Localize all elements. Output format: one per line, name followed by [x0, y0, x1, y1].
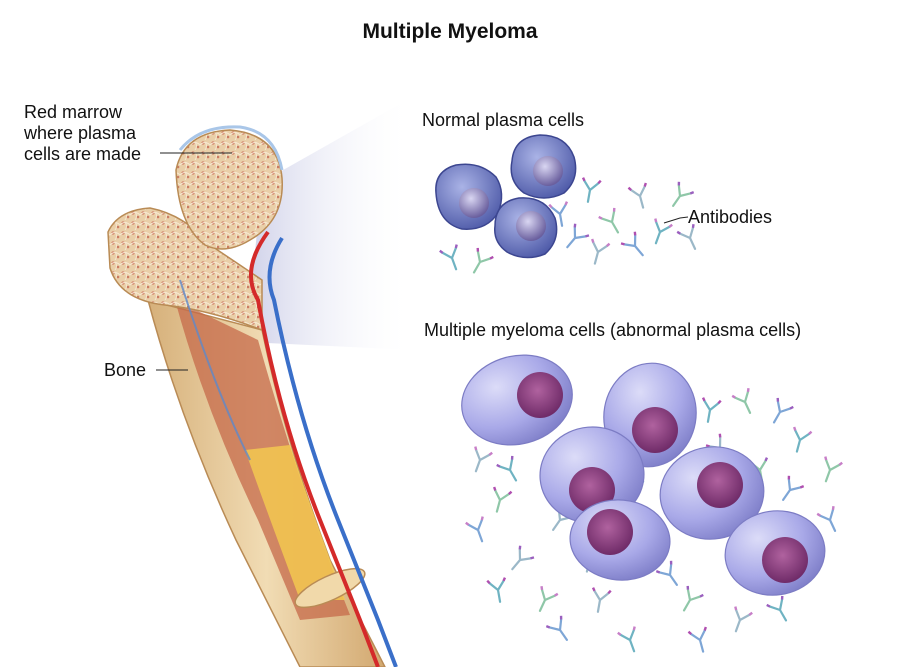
cartilage-cap [178, 125, 284, 171]
antibody-icon [772, 397, 794, 424]
antibody-icon [474, 446, 493, 473]
antibody-icon [465, 516, 484, 543]
antibody-icon [620, 231, 644, 257]
antibody-icon [566, 223, 590, 249]
label-myeloma-cells: Multiple myeloma cells (abnormal plasma … [424, 320, 802, 340]
zoom-beam [246, 96, 414, 350]
antibody-icon [682, 585, 704, 612]
antibody-icon [731, 388, 752, 414]
antibody-icon [591, 238, 611, 265]
antibody-icon [591, 587, 612, 613]
antibody-icon [824, 456, 843, 483]
antibody-icon [655, 560, 678, 586]
antibody-icon [439, 244, 458, 271]
bone-trochanter [107, 207, 263, 332]
bone-illustration [107, 125, 398, 667]
myeloma-cell [659, 446, 765, 540]
label-red-marrow: Red marrow where plasma cells are made [24, 102, 142, 164]
label-normal-plasma-cells: Normal plasma cells [422, 110, 585, 130]
myeloma-cell [461, 354, 573, 446]
antibody-icon [766, 595, 788, 622]
antibody-icon [793, 426, 813, 453]
antibody-icon [598, 207, 620, 234]
normal-plasma-cells [435, 134, 577, 259]
yellow-marrow [245, 445, 345, 600]
myeloma-cell [724, 510, 826, 596]
normal-plasma-cell [494, 197, 558, 259]
bone-cut-ring [294, 567, 366, 609]
myeloma-cells [461, 354, 826, 596]
marrow-vessel [179, 279, 251, 461]
antibody-icon [545, 615, 568, 641]
normal-plasma-cell [435, 163, 503, 230]
antibody-icon [538, 586, 559, 612]
antibody-icon [676, 224, 697, 250]
antibody-icon [627, 182, 647, 209]
antibody-icon [472, 247, 494, 274]
antibody-icon [654, 218, 673, 245]
normal-plasma-cell [510, 134, 577, 199]
diagram-title: Multiple Myeloma [362, 20, 538, 43]
antibody-icon [701, 397, 722, 423]
label-bone: Bone [104, 360, 147, 380]
label-antibodies: Antibodies [688, 207, 773, 227]
antibody-icon [496, 455, 518, 482]
antibody-icon [782, 475, 805, 501]
artery [249, 230, 380, 667]
antibody-icon [548, 201, 569, 227]
antibody-icon [816, 506, 837, 532]
antibody-icon [493, 486, 513, 513]
antibody-icon [617, 626, 636, 653]
antibody-cluster-normal [439, 177, 697, 274]
antibody-icon [672, 181, 695, 207]
femoral-head [175, 129, 283, 250]
antibody-icon [486, 577, 507, 603]
antibody-icon [687, 626, 707, 653]
myeloma-cell [569, 499, 671, 581]
vein [267, 236, 398, 667]
antibody-icon [734, 606, 753, 633]
antibody-icon [511, 545, 535, 571]
antibodies-leader-line [663, 216, 689, 224]
antibody-icon [581, 177, 602, 203]
